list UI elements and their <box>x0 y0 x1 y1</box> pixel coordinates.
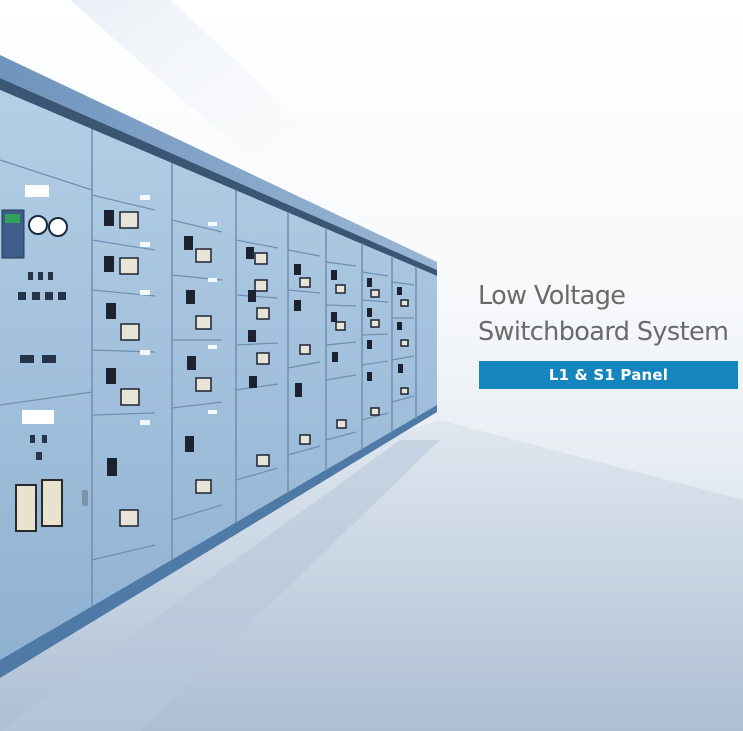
title-line-1: Low Voltage <box>478 281 626 311</box>
cover-title: Low Voltage Switchboard System <box>478 278 740 350</box>
title-line-2: Switchboard System <box>478 317 729 347</box>
subtitle-badge: L1 & S1 Panel <box>479 361 738 389</box>
